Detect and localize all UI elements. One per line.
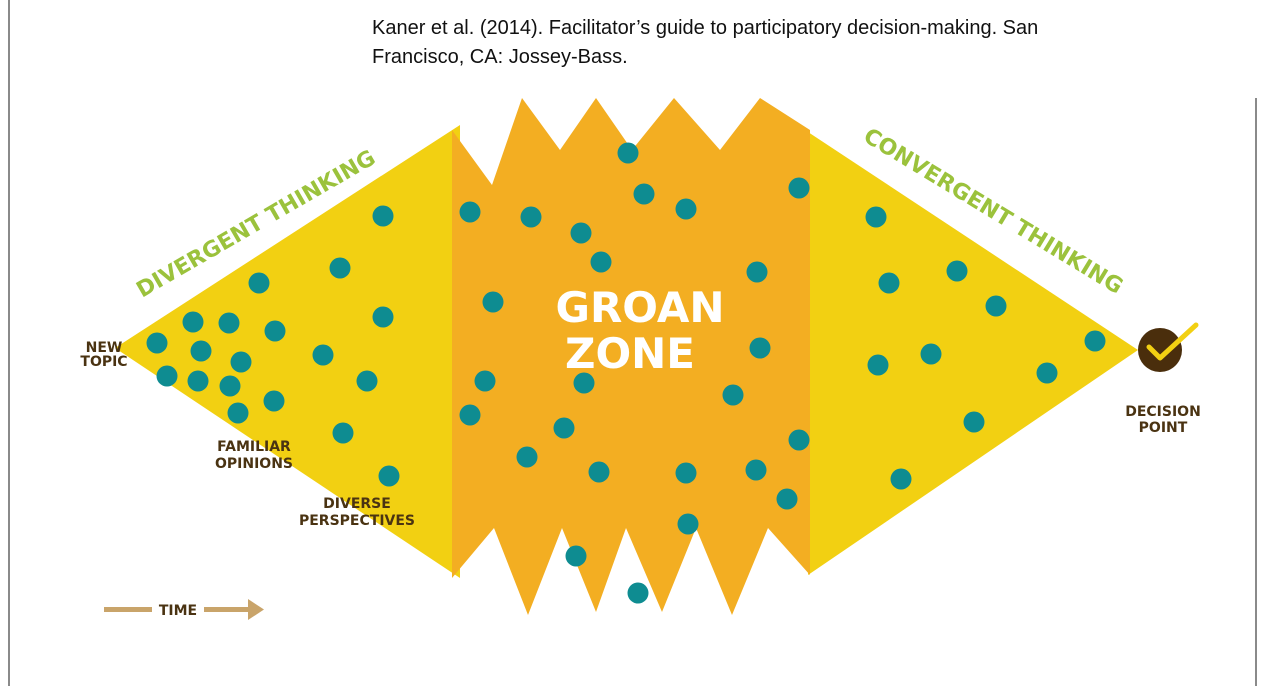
citation: Kaner et al. (2014). Facilitator’s guide…	[372, 14, 1232, 72]
familiar-opinions-label-line1: FAMILIAR	[217, 439, 291, 455]
decision-point-label-line2: POINT	[1139, 420, 1188, 436]
idea-dot	[187, 370, 209, 392]
idea-dot	[329, 257, 351, 279]
idea-dot	[675, 462, 697, 484]
convergent-region	[808, 132, 1138, 575]
idea-dot	[312, 344, 334, 366]
idea-dot	[776, 488, 798, 510]
divergent-region	[115, 125, 460, 578]
time-arrow-tail	[104, 607, 152, 612]
idea-dot	[219, 375, 241, 397]
idea-dot	[746, 261, 768, 283]
idea-dot	[588, 461, 610, 483]
dot-group	[146, 142, 1106, 604]
time-label: TIME	[159, 603, 197, 619]
idea-dot	[890, 468, 912, 490]
left-vertical-rule	[8, 0, 10, 686]
idea-dot	[156, 365, 178, 387]
idea-dot	[985, 295, 1007, 317]
idea-dot	[677, 513, 699, 535]
new-topic-label-line1: NEW	[86, 340, 123, 356]
idea-dot	[722, 384, 744, 406]
citation-line-2: Francisco, CA: Jossey-Bass.	[372, 46, 628, 68]
idea-dot	[553, 417, 575, 439]
idea-dot	[227, 402, 249, 424]
idea-dot	[332, 422, 354, 444]
idea-dot	[356, 370, 378, 392]
idea-dot	[459, 201, 481, 223]
idea-dot	[190, 340, 212, 362]
idea-dot	[520, 206, 542, 228]
familiar-opinions-label-line2: OPINIONS	[215, 456, 293, 472]
idea-dot	[372, 205, 394, 227]
idea-dot	[372, 306, 394, 328]
idea-dot	[248, 272, 270, 294]
idea-dot	[565, 545, 587, 567]
diverse-perspectives-label-line1: DIVERSE	[323, 496, 391, 512]
idea-dot	[867, 354, 889, 376]
idea-dot	[459, 404, 481, 426]
decision-point-label-line1: DECISION	[1125, 404, 1201, 420]
time-indicator: TIME	[104, 599, 264, 620]
idea-dot	[745, 459, 767, 481]
groan-zone-title-line1: GROAN	[555, 283, 724, 332]
idea-dot	[1036, 362, 1058, 384]
idea-dot	[963, 411, 985, 433]
idea-dot	[920, 343, 942, 365]
idea-dot	[182, 311, 204, 333]
idea-dot	[878, 272, 900, 294]
arrow-right-icon	[204, 599, 264, 620]
idea-dot	[230, 351, 252, 373]
idea-dot	[865, 206, 887, 228]
idea-dot	[946, 260, 968, 282]
idea-dot	[675, 198, 697, 220]
new-topic-label-line2: TOPIC	[80, 354, 127, 370]
checkmark-icon	[1138, 322, 1199, 372]
groan-zone-title-line2: ZONE	[565, 329, 695, 378]
idea-dot	[1084, 330, 1106, 352]
idea-dot	[516, 446, 538, 468]
citation-line-1: Kaner et al. (2014). Facilitator’s guide…	[372, 17, 1039, 39]
idea-dot	[146, 332, 168, 354]
idea-dot	[627, 582, 649, 604]
right-vertical-rule	[1255, 98, 1257, 686]
idea-dot	[590, 251, 612, 273]
idea-dot	[788, 177, 810, 199]
diverse-perspectives-label-line2: PERSPECTIVES	[299, 513, 415, 529]
groan-zone-region	[452, 98, 810, 615]
idea-dot	[788, 429, 810, 451]
idea-dot	[263, 390, 285, 412]
idea-dot	[474, 370, 496, 392]
idea-dot	[617, 142, 639, 164]
idea-dot	[264, 320, 286, 342]
idea-dot	[378, 465, 400, 487]
idea-dot	[218, 312, 240, 334]
idea-dot	[573, 372, 595, 394]
idea-dot	[570, 222, 592, 244]
idea-dot	[633, 183, 655, 205]
idea-dot	[482, 291, 504, 313]
idea-dot	[749, 337, 771, 359]
